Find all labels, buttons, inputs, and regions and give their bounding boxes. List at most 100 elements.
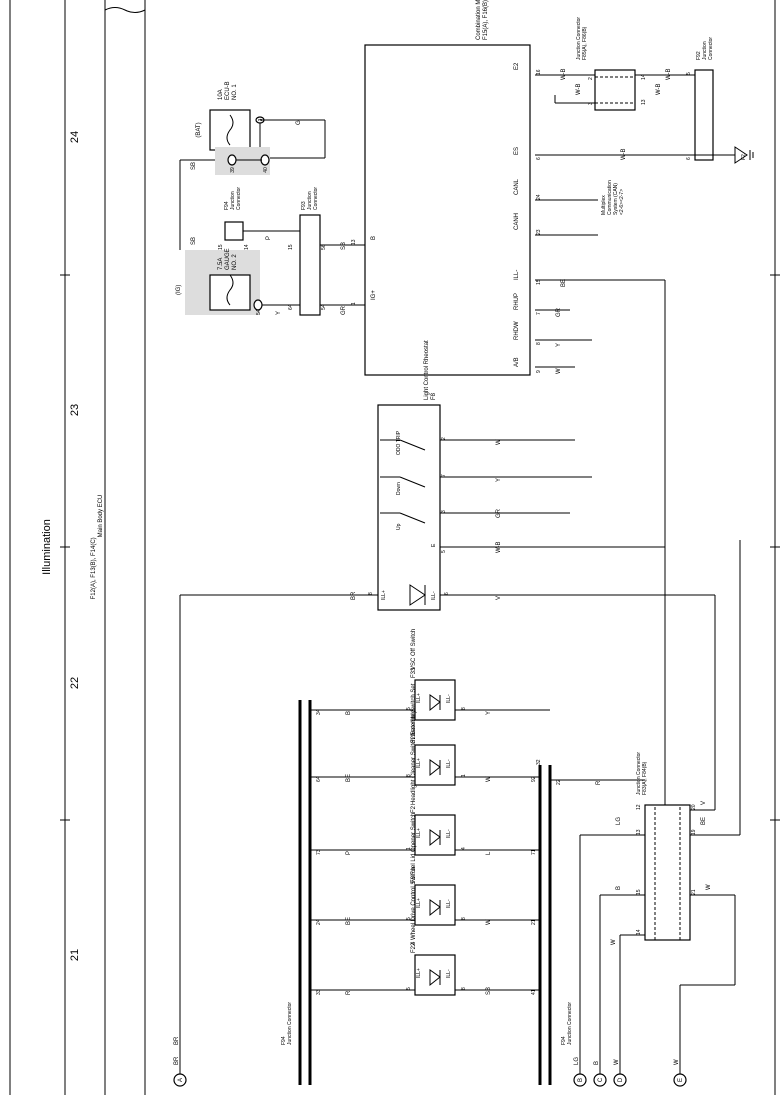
svg-text:ILL-: ILL- [446,969,452,978]
svg-text:ILL-: ILL- [446,759,452,768]
svg-text:B: B [346,711,352,715]
rheostat-switch-up: Up 3 GR [380,508,570,530]
svg-text:V: V [701,801,707,805]
svg-text:L: L [486,851,492,855]
svg-text:Fuel Lid Opener Switch: Fuel Lid Opener Switch [411,813,417,875]
f93-connector [299,214,321,316]
svg-text:71: 71 [531,849,537,855]
svg-text:F2: F2 [411,805,417,813]
svg-text:BR: BR [174,1036,180,1045]
svg-text:BR: BR [174,1056,180,1065]
meter-label: Combination Meter AssemblyF15(A), F16(B) [476,0,489,40]
svg-text:P: P [266,236,272,240]
svg-text:92: 92 [531,776,537,782]
svg-text:ODO TRIP: ODO TRIP [396,430,402,455]
f85-label: Junction ConnectorF85(A), F86(B) [576,17,588,60]
rheostat-switch-odo: ODO TRIP 2 W [380,430,575,455]
svg-text:ILL-: ILL- [446,829,452,838]
svg-text:ILL-: ILL- [514,270,520,280]
svg-text:41: 41 [531,989,537,995]
fuse-ecu-b-name: 10AECU-BNO. 1 [218,81,238,100]
svg-text:Headlight Cleaner Switch Assem: Headlight Cleaner Switch Assembly [411,710,417,805]
svg-text:40: 40 [263,167,269,173]
rheostat-label: Light Control RheostatF8 [424,340,437,400]
svg-text:15: 15 [536,279,542,285]
svg-text:14: 14 [244,244,250,250]
svg-text:Up: Up [396,523,402,530]
svg-text:7: 7 [441,474,447,477]
svg-text:5: 5 [406,987,412,990]
connector-d: D [613,1073,627,1087]
svg-text:23: 23 [536,229,542,235]
svg-text:54: 54 [321,304,327,310]
f83-label: Junction ConnectorF83(A), F84(B) [636,752,648,795]
svg-text:Y: Y [496,478,502,482]
svg-text:73: 73 [316,849,322,855]
page-title: Illumination [41,519,53,575]
svg-text:13: 13 [636,829,642,835]
svg-text:W-B: W-B [621,148,627,160]
svg-text:CANH: CANH [514,213,520,230]
svg-text:RHDW: RHDW [514,321,520,340]
svg-text:ES: ES [514,147,520,155]
svg-text:4: 4 [461,847,467,850]
svg-text:34: 34 [316,709,322,715]
svg-text:W-B: W-B [496,541,502,553]
svg-text:W: W [556,368,562,374]
svg-text:CANL: CANL [514,178,520,195]
svg-text:ILL+: ILL+ [416,828,422,838]
rheostat-switch-down: Down 7 Y [380,474,592,495]
svg-text:8: 8 [461,987,467,990]
f94-left-bus-label: F94Junction Connector [281,1002,293,1045]
connector-c: C [593,1073,607,1087]
svg-text:B: B [371,236,377,240]
svg-text:B: B [594,1061,600,1065]
svg-text:LG: LG [616,817,622,825]
svg-text:5: 5 [686,72,692,75]
right-bus [538,765,552,1085]
svg-text:16: 16 [536,69,542,75]
svg-text:19: 19 [691,829,697,835]
svg-text:54: 54 [256,309,262,315]
svg-text:C: C [598,1077,604,1082]
column-number-21: 21 [69,949,81,961]
f93-label: F93JunctionConnector [301,187,319,210]
f85-connector [594,69,636,111]
svg-text:W-B: W-B [656,83,662,95]
svg-text:56: 56 [321,244,327,250]
svg-text:B: B [616,886,622,890]
svg-text:A/B: A/B [514,357,520,367]
svg-text:32: 32 [536,759,542,765]
multiplex-label: MultiplexCommunicationSystem (CAN)<2-6><… [601,180,625,215]
svg-text:1: 1 [351,302,357,305]
fuse-ecu-b-source: (BAT) [196,122,202,137]
svg-text:8: 8 [368,592,374,595]
svg-text:24: 24 [316,919,322,925]
fuse-gauge-name: 7.5AGAUGENO. 2 [218,248,238,270]
svg-text:IG+: IG+ [371,290,377,300]
svg-text:8: 8 [461,917,467,920]
svg-text:ILL-: ILL- [431,591,437,600]
svg-text:24: 24 [536,194,542,200]
svg-text:7: 7 [536,312,542,315]
svg-text:W: W [674,1059,680,1065]
switch-fuel-lid: ILL+ ILL- Fuel Lid Opener Switch F3 5 8 … [310,813,540,926]
svg-text:ILL+: ILL+ [381,590,387,600]
svg-text:F25: F25 [411,732,417,743]
svg-text:E2: E2 [514,62,520,70]
svg-text:W: W [486,776,492,782]
rheostat-box [377,404,441,611]
svg-text:8: 8 [461,707,467,710]
svg-text:A: A [178,1078,184,1082]
svg-text:1: 1 [461,774,467,777]
svg-text:6: 6 [686,157,692,160]
f92-label: F92JunctionConnector [696,37,714,60]
svg-text:21: 21 [691,889,697,895]
f83-connector [644,804,691,941]
svg-text:BE: BE [346,917,352,925]
svg-text:2: 2 [441,437,447,440]
svg-text:V: V [496,596,502,600]
svg-text:BE: BE [701,817,707,825]
svg-text:ILL+: ILL+ [416,968,422,978]
